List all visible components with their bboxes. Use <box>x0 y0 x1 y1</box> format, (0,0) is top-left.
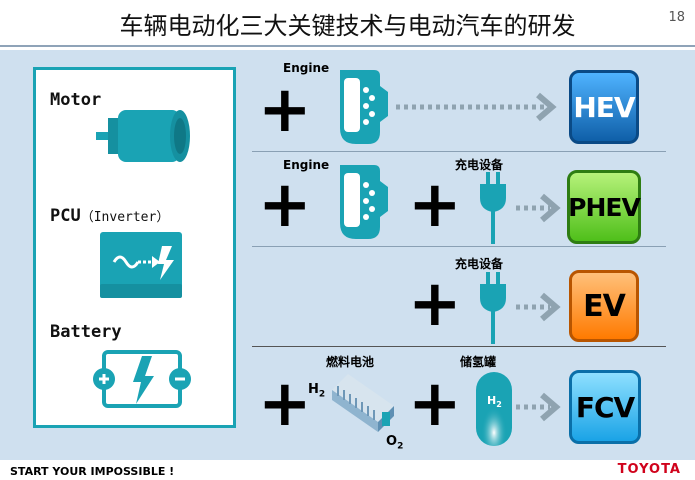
dotted-arrow <box>516 392 561 422</box>
row-divider <box>252 151 666 152</box>
row-divider <box>252 246 666 247</box>
tank-hydrogen-label: H2 <box>487 394 502 410</box>
dotted-arrow <box>396 92 557 122</box>
hev-badge: HEV <box>569 70 639 144</box>
engine-icon <box>340 70 388 144</box>
motor-icon <box>96 110 190 162</box>
hydrogen-tank-icon <box>476 372 512 446</box>
plus-sign: + <box>408 367 462 441</box>
dotted-arrow <box>516 292 561 322</box>
fcv-badge: FCV <box>569 370 641 444</box>
hydrogen-label: H2 <box>308 382 326 400</box>
page-number: 18 <box>668 10 685 25</box>
battery-label: Battery <box>50 322 122 342</box>
motor-label: Motor <box>50 90 102 110</box>
oxygen-label: O2 <box>386 434 404 452</box>
plus-sign: + <box>408 267 462 341</box>
plus-sign: + <box>408 168 462 242</box>
engine-icon <box>340 165 388 239</box>
pcu-label-text: PCU <box>50 206 81 226</box>
hydrogen-tank-label: 储氢罐 <box>460 355 497 369</box>
plus-sign: + <box>258 73 312 147</box>
dotted-arrow <box>516 193 561 223</box>
engine-label: Engine <box>283 158 330 172</box>
charger-label: 充电设备 <box>455 257 504 271</box>
plus-sign: + <box>258 367 312 441</box>
plus-sign: + <box>258 168 312 242</box>
plug-icon <box>480 172 506 244</box>
charger-label: 充电设备 <box>455 158 504 172</box>
row-divider <box>252 346 666 347</box>
inverter-icon <box>100 232 182 298</box>
pcu-label: PCU（Inverter） <box>50 206 169 226</box>
ev-badge: EV <box>569 270 639 342</box>
engine-label: Engine <box>283 61 330 75</box>
brand-logo: TOYOTA <box>617 462 681 477</box>
fuel-cell-label: 燃料电池 <box>326 355 375 369</box>
fuel-cell-stack-icon <box>332 374 394 432</box>
battery-icon <box>93 350 191 408</box>
footer-slogan: START YOUR IMPOSSIBLE ! <box>10 465 175 478</box>
pcu-sub-label: （Inverter） <box>80 210 170 225</box>
title-divider <box>0 45 695 47</box>
phev-badge: PHEV <box>567 170 641 244</box>
page-title: 车辆电动化三大关键技术与电动汽车的研发 <box>119 12 576 40</box>
plug-icon <box>480 272 506 344</box>
